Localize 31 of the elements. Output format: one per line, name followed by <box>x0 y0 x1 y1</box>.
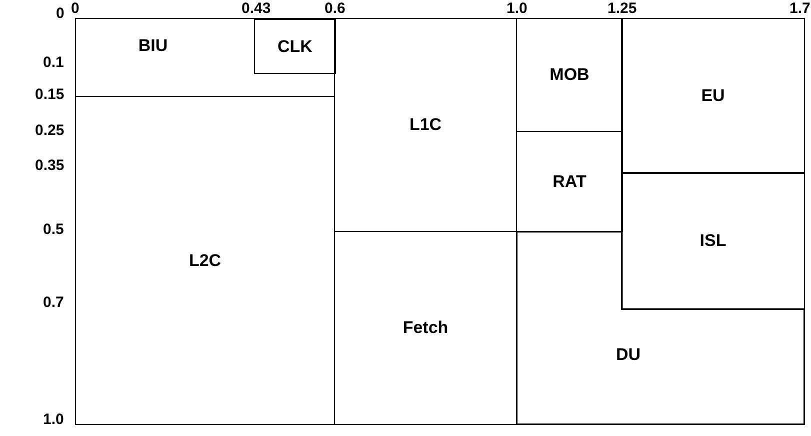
x-tick-label: 0 <box>71 1 80 17</box>
x-tick-label: 0.6 <box>324 1 346 17</box>
y-tick-label: 0.35 <box>35 158 64 174</box>
x-tick-label: 1.0 <box>506 1 528 17</box>
floorplan-block <box>75 96 335 425</box>
x-tick-label: 1.7 <box>790 1 810 17</box>
floorplan-block <box>75 18 335 97</box>
floorplan-block <box>516 18 623 132</box>
block-label: CLK <box>278 36 312 56</box>
block-label: L2C <box>188 250 222 270</box>
x-tick-label: 1.25 <box>608 1 637 17</box>
x-tick-label: 0.43 <box>242 1 271 17</box>
floorplan-block <box>621 172 805 310</box>
block-label: ISL <box>700 231 726 251</box>
block-label: Fetch <box>402 318 448 338</box>
y-tick-label: 1.0 <box>43 412 64 428</box>
y-tick-label: 0.5 <box>43 222 64 238</box>
y-tick-label: 0.15 <box>35 87 64 103</box>
block-label: EU <box>701 86 725 106</box>
block-label: L1C <box>409 115 442 135</box>
floorplan-region <box>516 231 805 425</box>
floorplan-block <box>621 18 805 174</box>
floorplan-block <box>254 19 336 74</box>
block-label: RAT <box>552 172 586 192</box>
y-tick-label: 0 <box>56 6 64 22</box>
block-label: BIU <box>138 36 168 56</box>
block-label: DU <box>616 345 641 365</box>
block-label: MOB <box>550 65 590 85</box>
y-tick-label: 0.7 <box>43 295 64 311</box>
y-tick-label: 0.1 <box>43 55 64 71</box>
y-tick-label: 0.25 <box>35 123 64 139</box>
